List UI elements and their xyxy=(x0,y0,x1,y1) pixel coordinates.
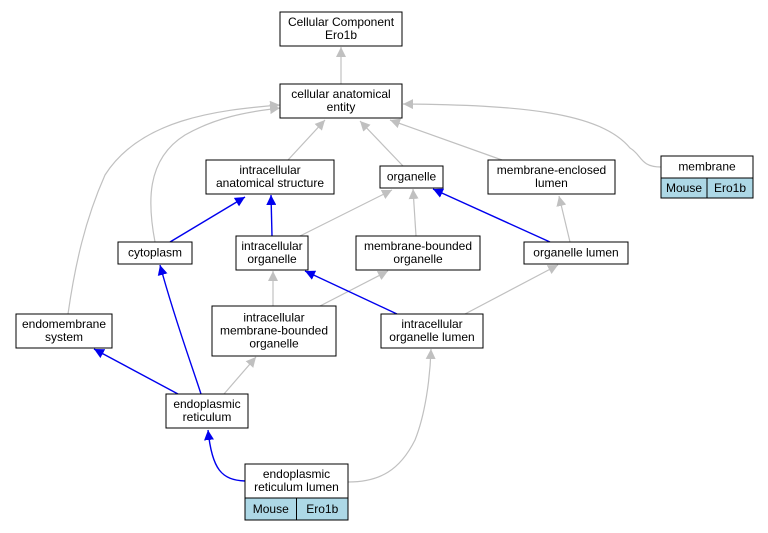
edge-is-a-endoplasmic-reticulum-to-intracellular-membrane-bounded-organelle xyxy=(223,356,257,395)
node-label-line: entity xyxy=(327,100,356,114)
edge-is-a-intracellular-membrane-bounded-organelle-to-membrane-bounded-organelle xyxy=(319,270,389,307)
node-label-line: membrane-bounded xyxy=(364,239,472,253)
node-label-line: anatomical structure xyxy=(216,176,324,190)
node-label-line: membrane-enclosed xyxy=(497,163,606,177)
node-box xyxy=(487,159,616,195)
annotation-gene: Ero1b xyxy=(714,181,746,195)
edge-is-a-cytoplasm-to-cellular-anatomical-entity xyxy=(150,104,281,243)
node-box xyxy=(117,241,193,265)
edge-is-a-organelle-lumen-to-membrane-enclosed-lumen xyxy=(556,195,571,243)
node-label-line: endoplasmic xyxy=(263,467,330,481)
node-label-line: cellular anatomical xyxy=(291,87,390,101)
edge-part-of-endoplasmic-reticulum-to-cytoplasm xyxy=(157,264,202,395)
node-organelle-lumen[interactable]: organelle lumen xyxy=(523,241,629,265)
node-box xyxy=(279,11,403,47)
edge-part-of-intracellular-organelle-lumen-to-intracellular-organelle xyxy=(304,270,398,315)
edge-is-a-endoplasmic-reticulum-lumen-to-intracellular-organelle-lumen xyxy=(347,348,436,483)
node-box xyxy=(380,313,484,349)
node-label-line: endoplasmic xyxy=(173,397,240,411)
node-label-line: cytoplasm xyxy=(128,246,182,260)
annotation-cell xyxy=(296,497,349,521)
node-label-line: endomembrane xyxy=(22,317,106,331)
node-label-line: Cellular Component xyxy=(288,15,395,29)
node-label-line: intracellular xyxy=(243,311,304,325)
node-box xyxy=(279,83,403,119)
node-box xyxy=(523,241,629,265)
node-organelle[interactable]: organelle xyxy=(379,165,444,189)
node-box xyxy=(379,165,444,189)
node-label-line: organelle xyxy=(247,252,297,266)
edge-part-of-organelle-lumen-to-organelle xyxy=(432,188,551,243)
edge-is-a-endomembrane-system-to-cellular-anatomical-entity xyxy=(67,100,281,315)
edge-is-a-intracellular-anatomical-structure-to-cellular-anatomical-entity xyxy=(287,119,326,161)
node-box xyxy=(211,305,337,357)
node-label-line: intracellular xyxy=(401,317,462,331)
node-box xyxy=(355,235,481,271)
node-box xyxy=(15,313,113,349)
edge-part-of-cytoplasm-to-intracellular-anatomical-structure xyxy=(169,196,246,243)
node-label-line: intracellular xyxy=(241,239,302,253)
edge-is-a-membrane-enclosed-lumen-to-cellular-anatomical-entity xyxy=(389,118,503,161)
node-label-line: reticulum xyxy=(183,410,232,424)
node-label-line: membrane xyxy=(678,160,736,174)
node-label-line: organelle lumen xyxy=(533,246,618,260)
annotation-organism: Mouse xyxy=(666,181,702,195)
node-cytoplasm[interactable]: cytoplasm xyxy=(117,241,193,265)
node-box xyxy=(235,235,309,271)
node-label-line: intracellular xyxy=(239,163,300,177)
annotation-organism: Mouse xyxy=(253,502,289,516)
node-label-line: organelle xyxy=(393,252,443,266)
node-label-line: lumen xyxy=(535,176,568,190)
annotation-cell xyxy=(706,177,754,199)
edge-is-a-intracellular-organelle-lumen-to-organelle-lumen xyxy=(464,264,559,315)
edge-part-of-intracellular-organelle-to-intracellular-anatomical-structure xyxy=(266,194,277,237)
node-label-line: system xyxy=(45,330,83,344)
edge-is-a-membrane-bounded-organelle-to-organelle xyxy=(408,188,419,237)
node-label-line: reticulum lumen xyxy=(254,480,339,494)
node-label-line: organelle xyxy=(249,337,299,351)
node-label-line: Ero1b xyxy=(325,28,357,42)
node-label-line: membrane-bounded xyxy=(220,324,328,338)
node-label-line: organelle xyxy=(387,170,437,184)
edge-is-a-intracellular-organelle-to-organelle xyxy=(299,189,393,237)
edge-is-a-membrane-to-cellular-anatomical-entity xyxy=(402,99,662,168)
annotation-gene: Ero1b xyxy=(306,502,338,516)
node-box xyxy=(205,159,335,195)
node-box xyxy=(165,393,249,429)
edge-part-of-endoplasmic-reticulum-to-endomembrane-system xyxy=(93,348,179,395)
edge-part-of-endoplasmic-reticulum-lumen-to-endoplasmic-reticulum xyxy=(204,429,246,482)
node-label-line: organelle lumen xyxy=(389,330,474,344)
edges-layer xyxy=(67,47,662,483)
edge-is-a-organelle-to-cellular-anatomical-entity xyxy=(359,120,404,167)
